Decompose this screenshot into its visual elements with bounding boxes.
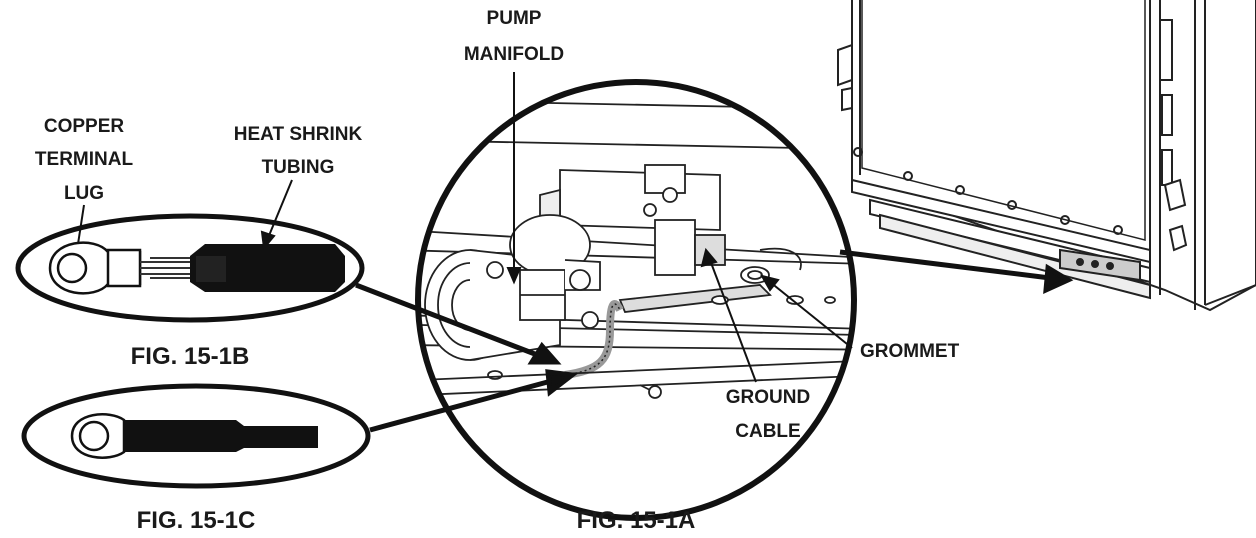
- grommet-label: GROMMET: [860, 341, 960, 362]
- wire-strands: [140, 257, 190, 279]
- fig-15-1b-caption: FIG. 15-1B: [131, 343, 250, 370]
- heat-shrink-tubing-label-line2: TUBING: [262, 157, 335, 178]
- ground-cable-label-line1: GROUND: [726, 387, 810, 408]
- heat-shrink-tubing-drawing: [190, 244, 345, 292]
- pump-manifold-label-line2: MANIFOLD: [464, 44, 564, 65]
- machine-cabinet: [837, 0, 1256, 312]
- pump-manifold-label-line1: PUMP: [487, 8, 542, 29]
- ground-cable-label-line2: CABLE: [735, 421, 800, 442]
- copper-terminal-lug-label-line2: TERMINAL: [35, 149, 134, 170]
- leader-lines: [355, 249, 1074, 433]
- fig-15-1c-caption: FIG. 15-1C: [137, 507, 256, 534]
- copper-terminal-lug-label-line1: COPPER: [44, 116, 125, 137]
- finished-terminal-drawing: [70, 413, 126, 459]
- heat-shrink-tubing-label-line1: HEAT SHRINK: [234, 124, 363, 145]
- copper-terminal-lug-label-line3: LUG: [64, 183, 104, 204]
- magnified-view-pump: [415, 79, 857, 521]
- copper-terminal-lug-drawing: [48, 241, 142, 295]
- lug-shrunk-oval: [21, 383, 371, 489]
- callout-leaders: [77, 72, 853, 383]
- fig-15-1a-caption: FIG. 15-1A: [577, 507, 696, 534]
- lug-with-heat-shrink-oval: [15, 213, 365, 323]
